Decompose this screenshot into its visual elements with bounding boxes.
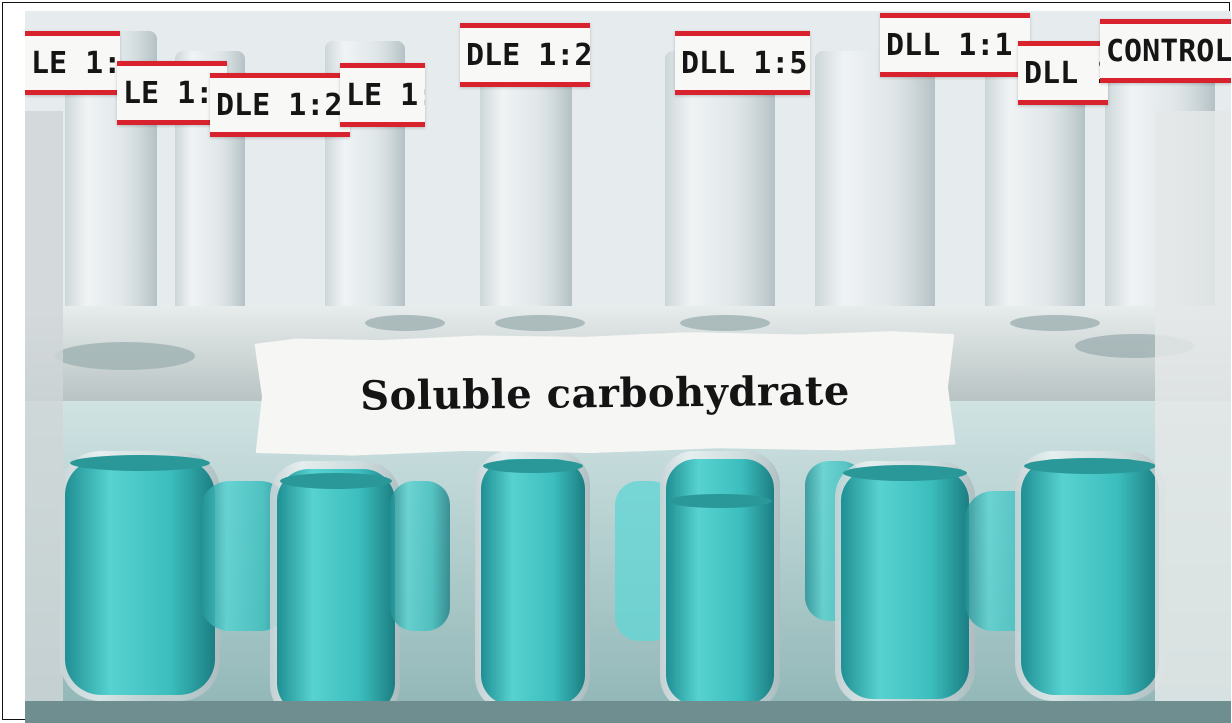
tube-label: LE 1:10 <box>340 63 425 127</box>
tube-label-text: LE 1:10 <box>346 77 425 113</box>
tube-label: DLL 1:5 <box>675 31 810 95</box>
tube-label-text: DLL 1:5 <box>681 45 808 81</box>
tube-label-text: DLL 1 <box>1024 55 1108 91</box>
tube-label-text: DLL 1:1 <box>886 27 1013 63</box>
sign-text: Soluble carbohydrate <box>359 366 851 420</box>
test-tube-rack-illustration <box>25 11 1231 723</box>
tube-label: LE 1:5 <box>117 61 227 125</box>
tube-label: DLL 1 <box>1018 41 1108 105</box>
tube-label-text: DLE 1:2 <box>466 37 590 73</box>
tube-label: DLE 1:2 <box>210 73 350 137</box>
solution-tubes <box>60 451 1165 721</box>
tube-label-text: CONTROL <box>1106 33 1231 69</box>
tube-label-text: LE 1:5 <box>123 75 227 111</box>
tube-label: DLL 1:1 <box>880 13 1030 77</box>
lab-photo: LE 1:5 LE 1:5 DLE 1:2 LE 1:10 DLE 1:2 DL… <box>25 11 1231 723</box>
tube-label: CONTROL <box>1100 19 1231 83</box>
tube-label: LE 1:5 <box>25 31 120 95</box>
soluble-carbohydrate-sign: Soluble carbohydrate <box>254 329 955 456</box>
tube-label-text: DLE 1:2 <box>216 87 343 123</box>
tube-label-text: LE 1:5 <box>31 45 120 81</box>
tube-label: DLE 1:2 <box>460 23 590 87</box>
